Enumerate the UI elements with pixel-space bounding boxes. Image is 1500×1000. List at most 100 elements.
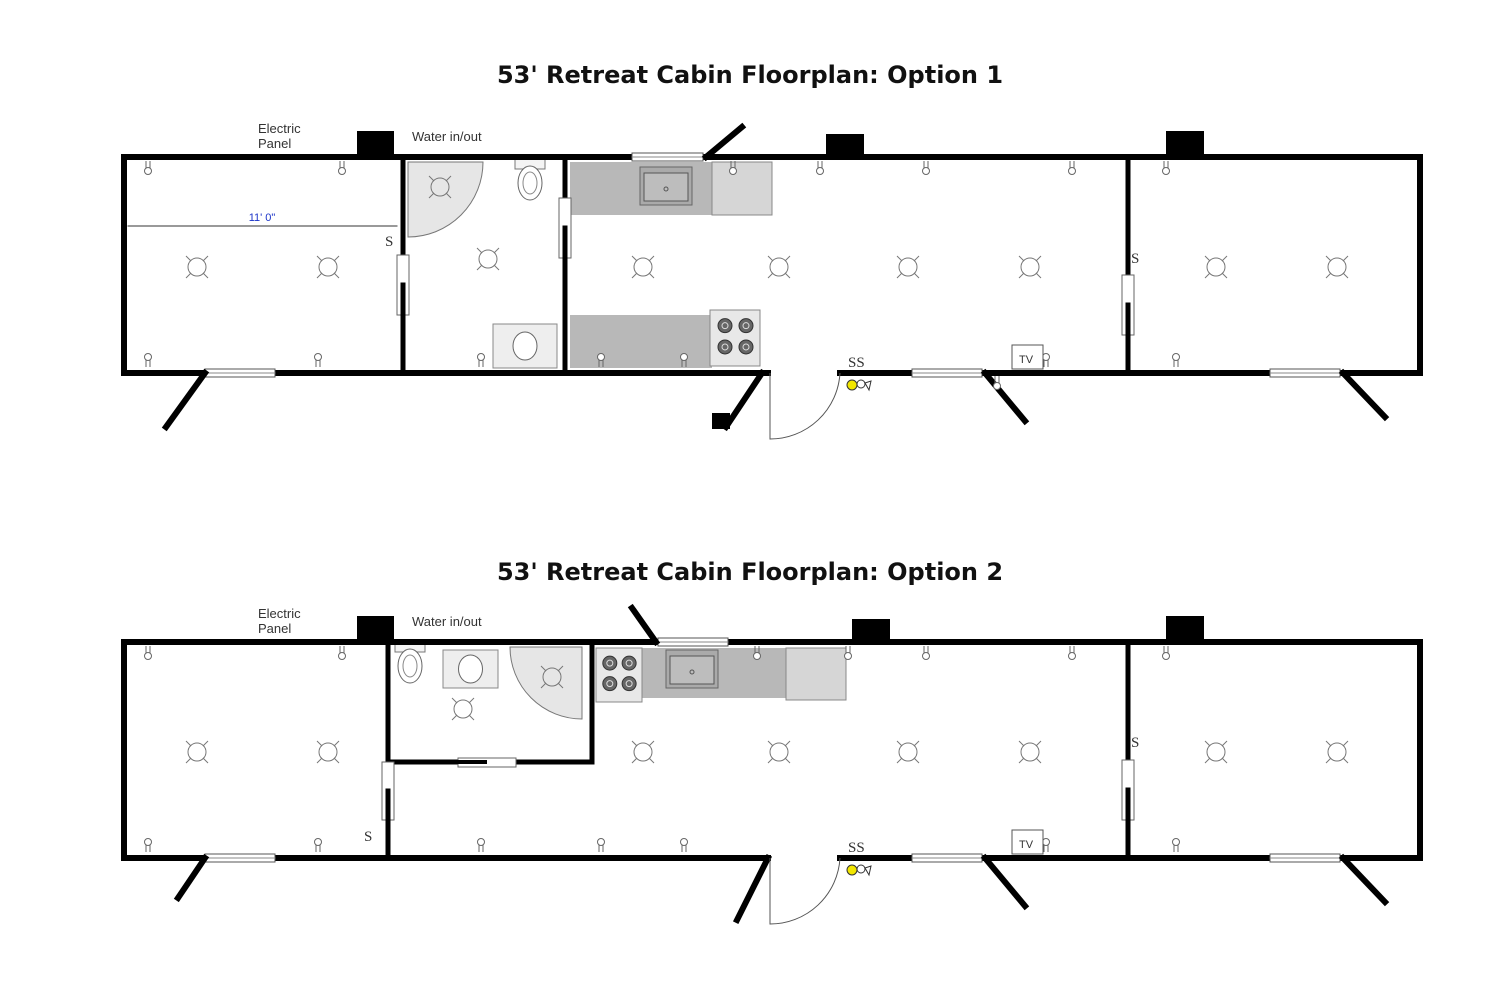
outlet-body bbox=[922, 652, 930, 660]
outlet-icon bbox=[314, 838, 322, 852]
light-circle bbox=[318, 742, 338, 762]
tv-label: TV bbox=[1019, 839, 1034, 851]
light-ray bbox=[631, 255, 638, 262]
outlet-body bbox=[1042, 838, 1050, 846]
burner-ring bbox=[606, 680, 614, 688]
outlet-body bbox=[597, 353, 605, 361]
dimension-label: 11' 0" bbox=[249, 212, 276, 224]
burner-ring bbox=[742, 322, 750, 330]
light-ray bbox=[185, 272, 192, 279]
light-ray bbox=[1035, 272, 1042, 279]
light-ray bbox=[1221, 757, 1228, 764]
outlet-icon bbox=[1172, 353, 1180, 367]
switch-label: S bbox=[364, 829, 372, 845]
outlet-icon bbox=[729, 161, 737, 175]
light-ray bbox=[648, 255, 655, 262]
light-circle bbox=[898, 257, 918, 277]
light-ray bbox=[316, 272, 323, 279]
utility-box bbox=[852, 619, 890, 642]
light-circle bbox=[1206, 257, 1226, 277]
water-label: Water in/out bbox=[412, 129, 482, 144]
outlet-body bbox=[729, 167, 737, 175]
outlet-body bbox=[922, 167, 930, 175]
ceiling-light-icon bbox=[1325, 255, 1349, 279]
light-ray bbox=[316, 255, 323, 262]
light-ray bbox=[1325, 272, 1332, 279]
outlet-body bbox=[1068, 652, 1076, 660]
light-ray bbox=[767, 757, 774, 764]
drain bbox=[663, 186, 669, 192]
light-ray bbox=[476, 247, 483, 254]
outlet-body bbox=[1162, 167, 1170, 175]
outlet-icon bbox=[338, 161, 346, 175]
shutter-end bbox=[712, 413, 730, 429]
electric-panel-box bbox=[357, 131, 394, 157]
light-circle bbox=[1206, 742, 1226, 762]
light-circle bbox=[1020, 742, 1040, 762]
sink-basin bbox=[512, 331, 538, 361]
outlet-icon bbox=[597, 353, 605, 367]
light-ray bbox=[767, 272, 774, 279]
burner-ring bbox=[742, 343, 750, 351]
outlet-body bbox=[1172, 353, 1180, 361]
light-ray bbox=[1204, 255, 1211, 262]
light-ray bbox=[202, 272, 209, 279]
light-ray bbox=[202, 740, 209, 747]
toilet-bowl bbox=[517, 165, 543, 201]
burner bbox=[602, 676, 618, 692]
electric-panel-label: Panel bbox=[258, 621, 291, 636]
light-lamp bbox=[864, 865, 872, 877]
light-circle bbox=[769, 742, 789, 762]
outlet-body bbox=[314, 838, 322, 846]
outlet-icon bbox=[753, 646, 761, 660]
outlet-icon bbox=[144, 646, 152, 660]
light-ray bbox=[1342, 757, 1349, 764]
light-ray bbox=[1325, 255, 1332, 262]
outlet-icon bbox=[1042, 353, 1050, 367]
light-ray bbox=[185, 757, 192, 764]
light-ray bbox=[784, 255, 791, 262]
exterior-light-icon bbox=[846, 864, 872, 877]
ceiling-light-icon bbox=[767, 255, 791, 279]
ceiling-light-icon bbox=[1018, 740, 1042, 764]
water-label: Water in/out bbox=[412, 614, 482, 629]
burner-ring bbox=[606, 659, 614, 667]
light-ray bbox=[476, 264, 483, 271]
outlet-icon bbox=[922, 161, 930, 175]
light-ray bbox=[1018, 757, 1025, 764]
toilet-bowl bbox=[397, 648, 423, 684]
switch-label: S bbox=[385, 234, 393, 250]
outlet-icon bbox=[922, 646, 930, 660]
utility-box bbox=[826, 134, 864, 157]
light-ray bbox=[913, 255, 920, 262]
electric-panel-label: Electric bbox=[258, 606, 301, 621]
light-ray bbox=[1221, 255, 1228, 262]
light-circle bbox=[1327, 742, 1347, 762]
toilet-icon bbox=[514, 158, 546, 201]
light-circle bbox=[633, 257, 653, 277]
burner bbox=[738, 318, 754, 334]
outlet-body bbox=[680, 838, 688, 846]
outlet-icon bbox=[1042, 838, 1050, 852]
light-circle bbox=[633, 742, 653, 762]
ceiling-light-icon bbox=[631, 255, 655, 279]
ceiling-light-icon bbox=[1204, 740, 1228, 764]
electric-panel-label: Panel bbox=[258, 136, 291, 151]
exterior-shutter bbox=[701, 122, 747, 162]
floorplan-option-1: 53' Retreat Cabin Floorplan: Option 1Ele… bbox=[121, 61, 1423, 440]
light-ray bbox=[1018, 272, 1025, 279]
plan-title: 53' Retreat Cabin Floorplan: Option 1 bbox=[497, 61, 1003, 89]
entry-door-swing bbox=[769, 857, 841, 925]
outlet-icon bbox=[477, 838, 485, 852]
light-ray bbox=[1342, 740, 1349, 747]
outlet-body bbox=[680, 353, 688, 361]
light-ray bbox=[784, 757, 791, 764]
light-ray bbox=[767, 255, 774, 262]
switch-label: S bbox=[1131, 251, 1139, 267]
light-circle bbox=[453, 699, 473, 719]
light-ray bbox=[1018, 255, 1025, 262]
light-ray bbox=[913, 757, 920, 764]
exterior-light-icon bbox=[846, 379, 872, 392]
ceiling-light-icon bbox=[631, 740, 655, 764]
light-ray bbox=[913, 740, 920, 747]
